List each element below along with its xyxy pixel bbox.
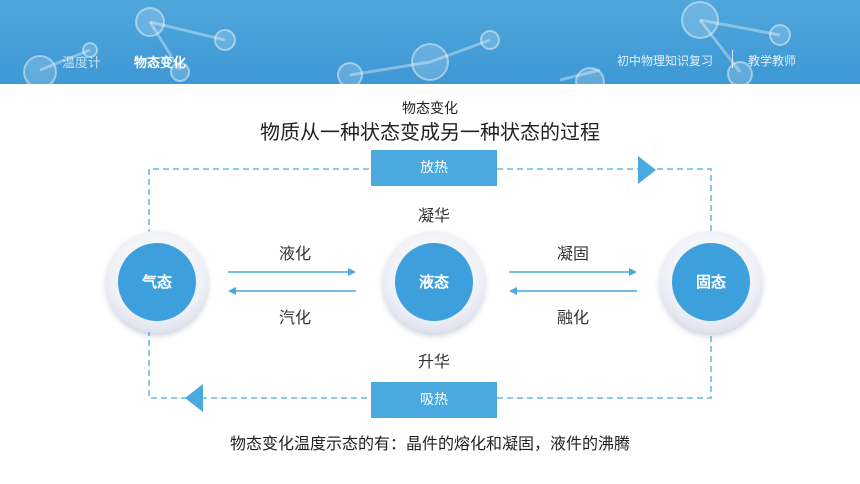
state-solid-node: 固态	[660, 231, 762, 333]
heat-release-tag: 放热	[371, 150, 497, 186]
footer-note: 物态变化温度示态的有：晶件的熔化和凝固，液件的沸腾	[229, 434, 630, 453]
nav-item-state-change[interactable]: 物态变化	[134, 56, 187, 71]
heat-absorb-tag: 吸热	[371, 382, 497, 418]
bottom-dashed-line-left	[148, 330, 371, 399]
arrow-left-icon	[509, 287, 517, 295]
label-melting: 融化	[556, 308, 589, 327]
arrow-right-icon	[348, 268, 356, 276]
section-subtitle: 物态变化	[402, 101, 458, 117]
arrow-right-icon	[638, 156, 656, 184]
top-dashed-line-right	[497, 168, 712, 235]
teacher-label: 教学教师	[748, 54, 797, 68]
label-sublimation: 升华	[417, 352, 450, 371]
page-title: 物质从一种状态变成另一种状态的过程	[260, 120, 600, 144]
header-divider	[732, 50, 733, 68]
nav-item-thermometer[interactable]: 温度计	[62, 56, 102, 71]
course-label: 初中物理知识复习	[617, 54, 714, 68]
bottom-dashed-line-right	[497, 330, 712, 399]
arrow-left-icon	[185, 384, 203, 412]
state-liquid-node: 液态	[383, 231, 485, 333]
arrow-left-icon	[228, 287, 236, 295]
label-deposition: 凝华	[417, 206, 450, 225]
label-liquefaction: 液化	[278, 244, 311, 263]
molecule-decoration-icon	[23, 1, 791, 84]
state-gas-node: 气态	[106, 231, 208, 333]
arrow-right-icon	[629, 268, 637, 276]
state-gas-label: 气态	[118, 243, 196, 321]
top-dashed-line-left	[148, 168, 371, 235]
label-vaporization: 汽化	[278, 308, 311, 327]
state-liquid-label: 液态	[395, 243, 473, 321]
label-solidification: 凝固	[556, 244, 589, 263]
header-banner: 温度计 物态变化 初中物理知识复习 教学教师	[0, 0, 860, 84]
state-solid-label: 固态	[672, 243, 750, 321]
